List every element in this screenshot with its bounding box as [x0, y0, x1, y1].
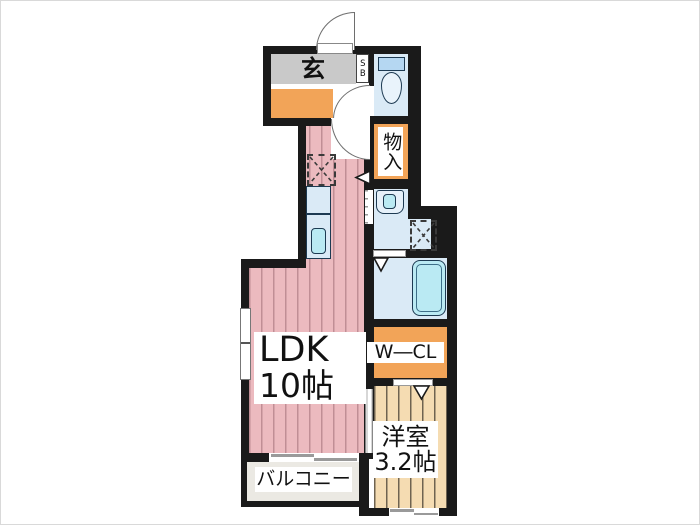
- washbasin-icon: [376, 190, 404, 214]
- refrigerator-space-box: [307, 154, 336, 186]
- toilet-door-opening: [369, 86, 374, 116]
- washbasin-bowl: [383, 194, 396, 209]
- wall-balcony-left: [241, 462, 247, 507]
- shoe-box-label: SB: [356, 54, 369, 83]
- ldk-window: [240, 308, 251, 380]
- wall-ldk-step: [241, 259, 306, 268]
- balcony-sliding-window: [269, 453, 359, 462]
- bathroom-door-track: [373, 250, 406, 257]
- wall-west-divider: [359, 453, 369, 516]
- balcony-label: バルコニー: [255, 467, 352, 492]
- wall-nook-top: [408, 206, 457, 219]
- wall-corridor-divider: [364, 118, 374, 459]
- washer-nook-floor: [408, 219, 431, 249]
- storage-direction-marker-icon: [354, 170, 371, 185]
- walk-in-closet-label: W―CL: [367, 342, 444, 363]
- balcony-label-text: バルコニー: [256, 467, 351, 490]
- hallway-floor: [269, 89, 333, 118]
- wall-right-main: [447, 214, 457, 516]
- wall-entry-left: [263, 46, 271, 126]
- wall-toilet-right: [408, 46, 421, 214]
- window-sash: [390, 509, 414, 512]
- kitchen-sink-icon: [311, 228, 326, 254]
- wall-balcony-bottom: [241, 501, 365, 507]
- washroom-sliding-door: [365, 190, 373, 224]
- window-sash: [314, 458, 357, 461]
- kitchen-counter-divider: [307, 213, 330, 215]
- wall-toilet-left: [369, 53, 374, 86]
- window-sash: [271, 454, 314, 457]
- entrance-step: [269, 84, 356, 89]
- western-room-label-text: 洋室: [381, 423, 430, 452]
- western-room-size-text: 3.2帖: [374, 447, 437, 476]
- ldk-label-text: LDK: [259, 330, 329, 371]
- walk-in-closet-label-text: W―CL: [374, 340, 437, 363]
- wall-upper-left: [298, 118, 306, 268]
- western-room-sliding-door: [365, 389, 373, 453]
- ldk-label: LDK 10帖: [254, 332, 366, 404]
- entrance-label-text: 玄: [301, 55, 325, 84]
- storage-label-text: 物入: [380, 131, 403, 172]
- toilet-door-swing-arc: [333, 85, 370, 119]
- wall-storage-bottom: [364, 179, 413, 189]
- ldk-size-text: 10帖: [259, 366, 334, 406]
- toilet-bowl-icon: [381, 72, 402, 104]
- western-room-label: 洋室 3.2帖: [373, 421, 438, 478]
- washer-space-box: [410, 220, 437, 251]
- shoe-box-label-text: SB: [357, 58, 368, 79]
- window-mullion: [241, 342, 250, 344]
- kitchen-unit: [306, 186, 331, 259]
- toilet-tank-icon: [378, 57, 405, 71]
- entrance-floor: [269, 53, 356, 84]
- dashed-x-icon: [412, 222, 435, 249]
- bathtub-icon: [412, 260, 446, 316]
- entrance-label: 玄: [297, 56, 329, 83]
- front-door-leaf: [317, 43, 353, 54]
- bathroom-door-marker-icon: [373, 257, 389, 273]
- bathtub-inner-line: [416, 264, 442, 312]
- window-sash: [414, 512, 438, 515]
- western-room-window: [389, 508, 439, 516]
- closet-door-marker-icon: [413, 385, 430, 401]
- sliding-door-panel: [368, 389, 371, 453]
- dashed-x-icon: [309, 156, 334, 184]
- wall-bathroom-bottom: [364, 319, 457, 327]
- storage-label: 物入: [378, 127, 403, 176]
- wall-toilet-bottom: [369, 116, 413, 124]
